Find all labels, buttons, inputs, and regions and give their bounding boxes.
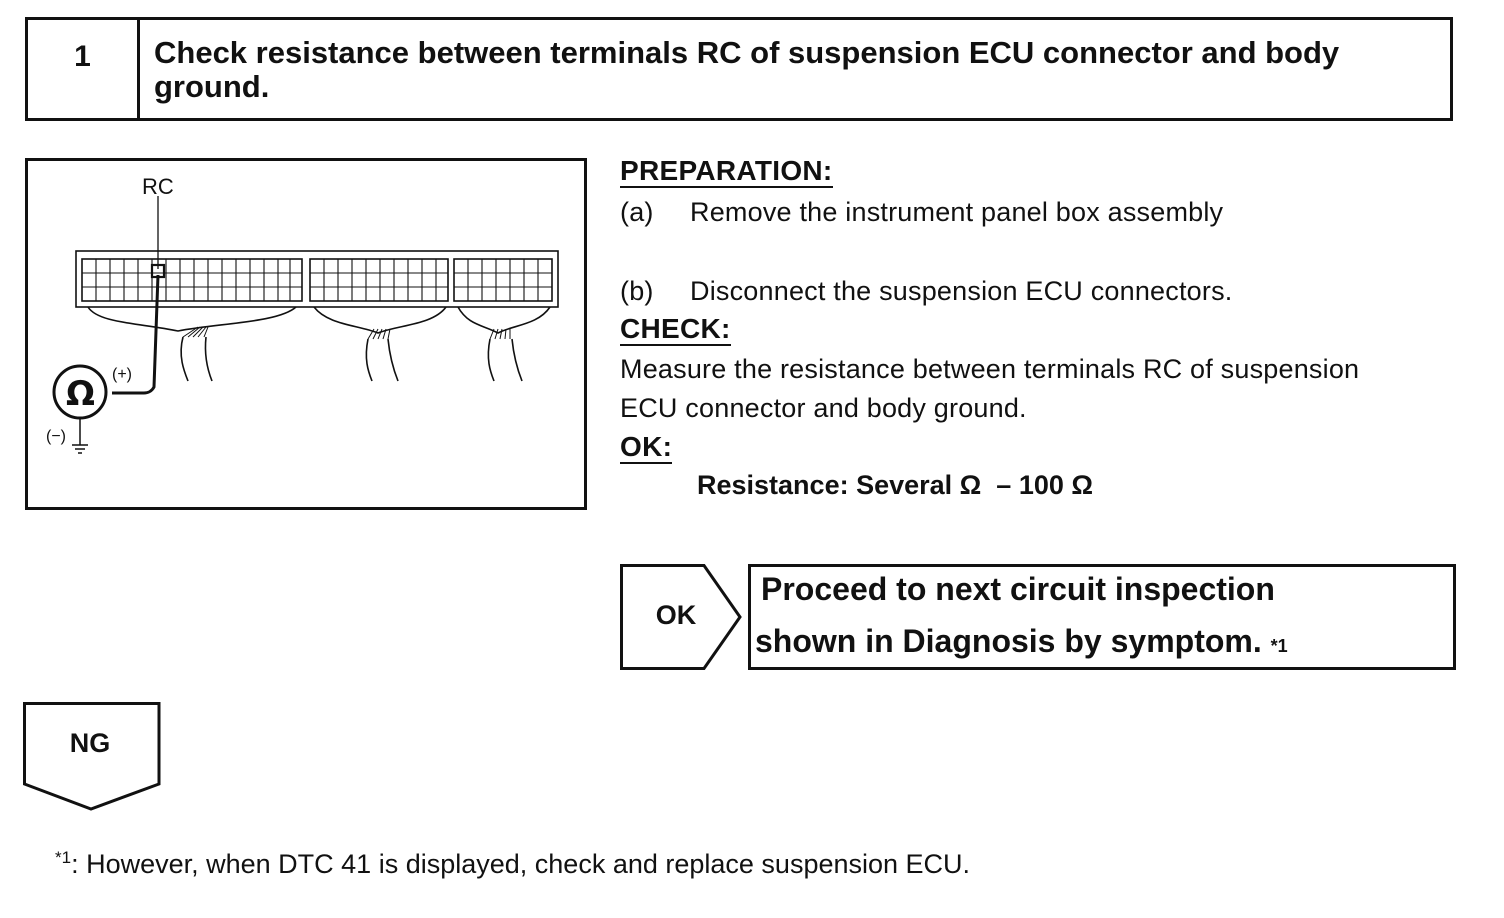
ohmmeter-symbol: Ω [66,374,95,414]
footnote-ref: *1 [1270,636,1288,656]
ok-branch-arrow: OK [620,564,744,670]
check-text-line2: ECU connector and body ground. [620,393,1027,423]
ok-result-line1: Proceed to next circuit inspection [761,571,1275,607]
footnote: *1: However, when DTC 41 is displayed, c… [55,848,970,880]
step-header: 1 Check resistance between terminals RC … [25,17,1453,121]
ng-branch-arrow: NG [23,702,161,812]
ng-branch-label: NG [69,728,111,758]
footnote-text: : However, when DTC 41 is displayed, che… [71,849,971,879]
ok-result-line2: shown in Diagnosis by symptom. *1 [755,623,1288,660]
item-text: Remove the instrument panel box assembly [690,197,1224,227]
item-text: Disconnect the suspension ECU connectors… [690,276,1233,306]
ok-heading: OK: [620,431,673,464]
step-number: 1 [28,20,140,118]
item-letter: (a) [620,197,654,227]
connector-diagram-drawing: RC (+) (−) Ω [46,174,559,454]
ok-result-box: Proceed to next circuit inspection shown… [748,564,1456,670]
check-heading: CHECK: [620,313,731,346]
item-letter: (b) [620,276,654,306]
step-title: Check resistance between terminals RC of… [154,35,1340,104]
connector-diagram: RC (+) (−) Ω [25,158,587,510]
probe-plus-label: (+) [112,366,132,383]
probe-minus-label: (−) [46,428,66,445]
check-text-line1: Measure the resistance between terminals… [620,354,1360,384]
terminal-label-rc: RC [142,174,174,199]
preparation-item-a: (a) Remove the instrument panel box assem… [620,196,1223,228]
footnote-mark: *1 [55,848,72,867]
resistance-spec: Resistance: Several Ω – 100 Ω [697,470,1094,500]
preparation-heading: PREPARATION: [620,155,833,188]
ok-branch-label: OK [655,600,697,630]
preparation-item-b: (b) Disconnect the suspension ECU connect… [620,275,1232,307]
ok-result-line2-text: shown in Diagnosis by symptom. [755,623,1262,659]
